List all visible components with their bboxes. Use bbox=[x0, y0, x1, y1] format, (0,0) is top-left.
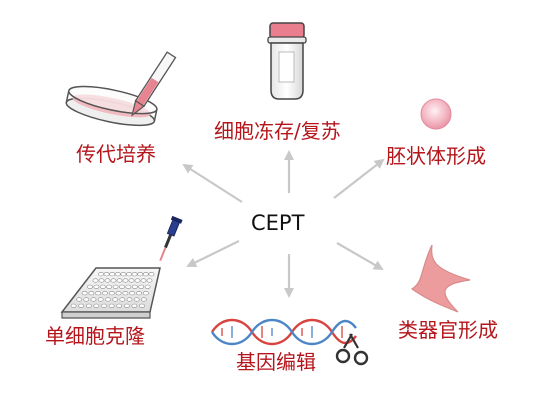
well bbox=[128, 278, 135, 283]
well bbox=[106, 284, 113, 289]
well bbox=[93, 303, 100, 308]
well bbox=[108, 291, 115, 296]
well bbox=[136, 291, 142, 296]
well bbox=[98, 272, 104, 277]
well bbox=[115, 291, 122, 296]
arrow-to-embryoid bbox=[333, 158, 385, 199]
well bbox=[101, 303, 107, 308]
well bbox=[148, 272, 155, 277]
well bbox=[137, 272, 144, 277]
well bbox=[134, 278, 141, 283]
well bbox=[103, 272, 110, 277]
dna-scissors-icon bbox=[210, 318, 369, 366]
well bbox=[131, 303, 138, 308]
label-organoid: 类器官形成 bbox=[398, 318, 498, 342]
well bbox=[123, 303, 130, 308]
well bbox=[126, 272, 132, 277]
well bbox=[95, 291, 102, 296]
well bbox=[116, 303, 123, 308]
label-cryo: 细胞冻存/复苏 bbox=[214, 119, 341, 143]
well bbox=[87, 284, 93, 289]
well bbox=[76, 297, 82, 302]
cryovial-icon bbox=[267, 22, 307, 100]
well bbox=[129, 291, 136, 296]
well bbox=[110, 278, 117, 283]
well bbox=[116, 278, 123, 283]
well bbox=[125, 284, 132, 289]
organoid-star-icon bbox=[410, 244, 471, 313]
well bbox=[140, 297, 147, 302]
well bbox=[142, 291, 149, 296]
well bbox=[105, 297, 111, 302]
well bbox=[88, 291, 95, 296]
arrows bbox=[182, 150, 385, 298]
well bbox=[126, 297, 133, 302]
well bbox=[92, 278, 99, 283]
well bbox=[119, 297, 126, 302]
well-plate-pipette-icon bbox=[60, 215, 183, 319]
embryoid-body-sphere-icon bbox=[420, 98, 452, 130]
label-editing: 基因编辑 bbox=[236, 350, 316, 374]
well bbox=[114, 272, 121, 277]
well bbox=[133, 297, 140, 302]
well bbox=[119, 284, 125, 289]
well bbox=[70, 303, 77, 308]
well bbox=[85, 303, 92, 308]
well bbox=[97, 297, 104, 302]
well bbox=[112, 284, 119, 289]
well bbox=[109, 272, 116, 277]
well bbox=[140, 278, 147, 283]
well bbox=[99, 284, 106, 289]
well-grid bbox=[70, 272, 155, 308]
label-cloning: 单细胞克隆 bbox=[45, 324, 145, 348]
well bbox=[78, 303, 85, 308]
arrow-to-passage bbox=[182, 163, 243, 203]
well bbox=[104, 278, 111, 283]
well bbox=[93, 284, 100, 289]
well bbox=[81, 291, 88, 296]
well bbox=[83, 297, 90, 302]
well bbox=[138, 284, 145, 289]
well bbox=[102, 291, 108, 296]
center-label: CEPT bbox=[251, 211, 305, 235]
well bbox=[139, 303, 145, 308]
well bbox=[131, 272, 138, 277]
well bbox=[120, 272, 127, 277]
well bbox=[144, 284, 151, 289]
well bbox=[90, 297, 97, 302]
well bbox=[112, 297, 118, 302]
well bbox=[122, 291, 129, 296]
well bbox=[122, 278, 129, 283]
well bbox=[98, 278, 105, 283]
well bbox=[108, 303, 115, 308]
well bbox=[146, 278, 153, 283]
arrow-to-cloning bbox=[186, 240, 240, 267]
well bbox=[131, 284, 138, 289]
arrow-to-organoid bbox=[336, 242, 384, 271]
label-embryoid: 胚状体形成 bbox=[386, 144, 486, 168]
petri-dish-pipette-icon bbox=[65, 51, 177, 127]
well bbox=[142, 272, 149, 277]
label-passage: 传代培养 bbox=[76, 142, 156, 166]
